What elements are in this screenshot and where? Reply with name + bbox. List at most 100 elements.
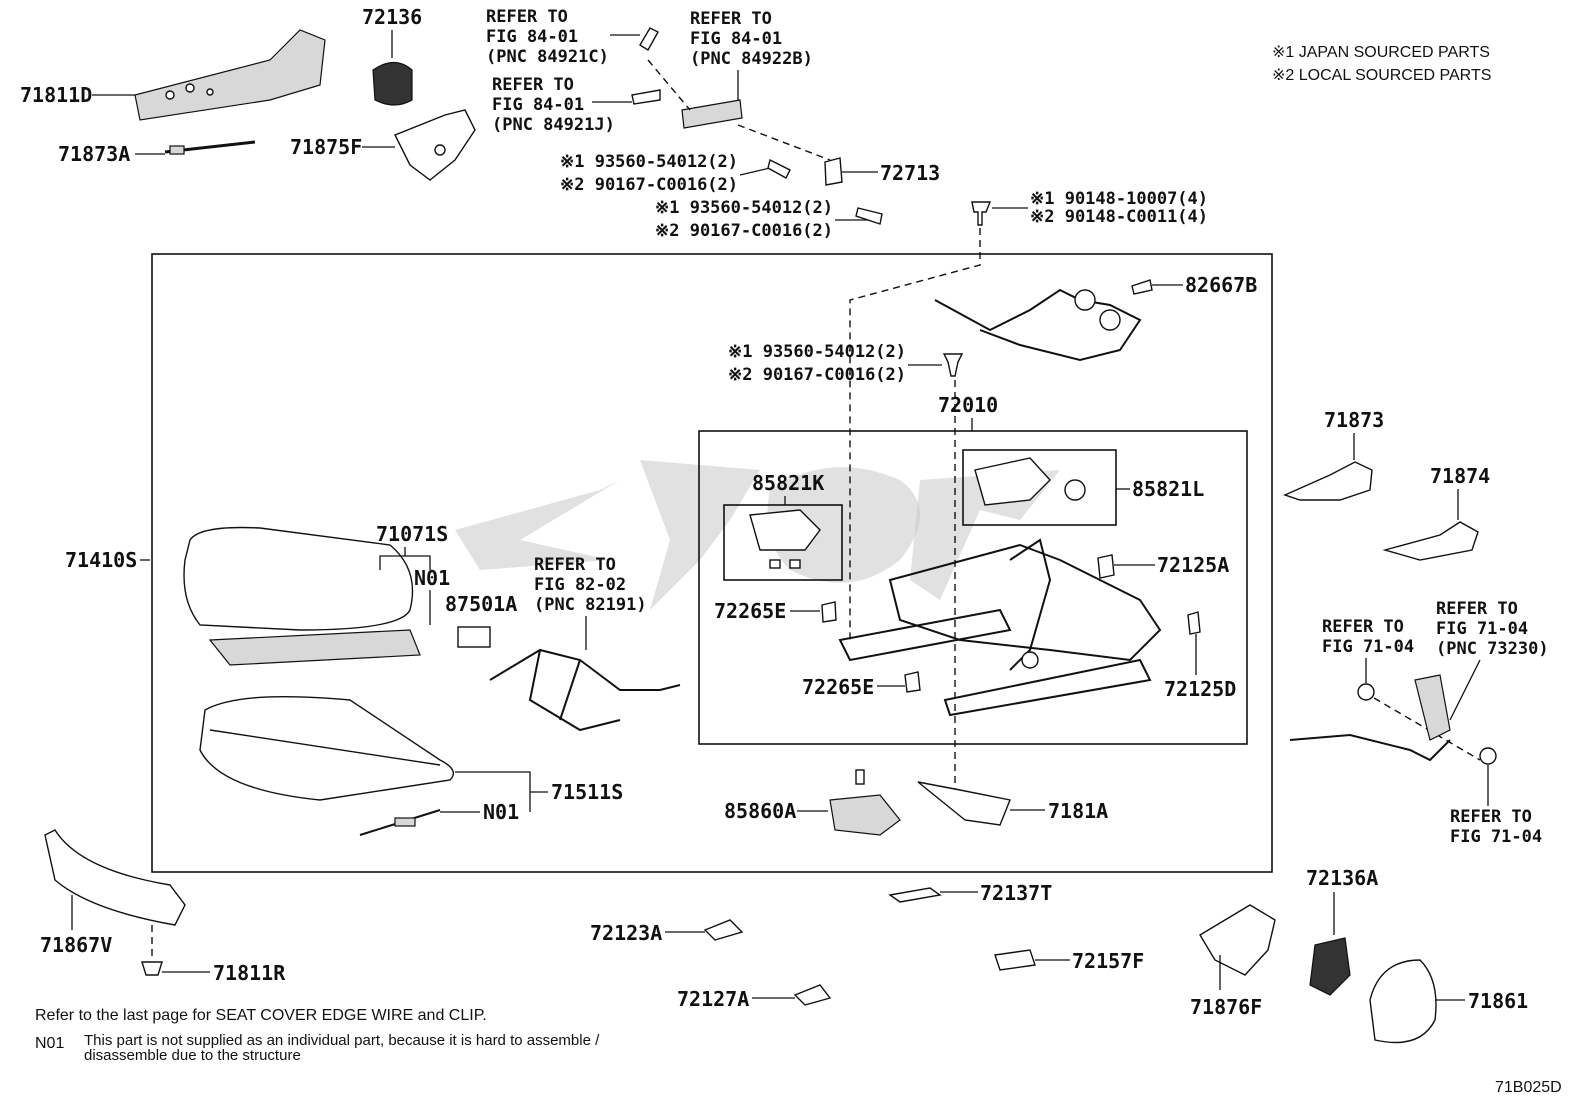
bolt-icon	[855, 207, 883, 225]
label-71873: 71873	[1324, 408, 1384, 432]
svg-text:(PNC 84922B): (PNC 84922B)	[690, 49, 813, 69]
seat-adjuster-frame	[698, 430, 1248, 745]
svg-text:REFER TO: REFER TO	[486, 7, 568, 27]
label-87501A: 87501A	[445, 592, 517, 616]
part-seat-belt-buckle	[1414, 674, 1451, 741]
label-71875F: 71875F	[290, 135, 362, 159]
bolt-group-1: ※1 93560-54012(2) ※2 90167-C0016(2)	[560, 152, 738, 195]
label-72137T: 72137T	[980, 881, 1052, 905]
part-buckle-cable	[1289, 733, 1451, 762]
svg-text:※1 93560-54012(2): ※1 93560-54012(2)	[560, 152, 738, 172]
svg-text:(PNC 84921C): (PNC 84921C)	[486, 47, 609, 67]
svg-text:FIG 71-04: FIG 71-04	[1436, 619, 1528, 639]
part-71861-cap	[1369, 959, 1437, 1044]
label-82667B: 82667B	[1185, 273, 1257, 297]
label-71811R: 71811R	[213, 961, 286, 985]
svg-text:REFER TO: REFER TO	[1436, 599, 1518, 619]
svg-text:FIG 71-04: FIG 71-04	[1322, 637, 1414, 657]
refer-fig-82-02-82191: REFER TO FIG 82-02 (PNC 82191)	[534, 555, 647, 615]
label-72123A: 72123A	[590, 921, 662, 945]
part-7181A-lever	[917, 781, 1011, 826]
refer-fig-71-04-a: REFER TO FIG 71-04	[1322, 617, 1414, 657]
label-72265E-b: 72265E	[802, 675, 874, 699]
figure-code: 71B025D	[1495, 1079, 1562, 1096]
part-71071S-heater-mat	[208, 629, 421, 666]
note-n01-line2: disassemble due to the structure	[84, 1047, 301, 1064]
svg-text:※1 93560-54012(2): ※1 93560-54012(2)	[728, 342, 906, 362]
svg-text:FIG 84-01: FIG 84-01	[492, 95, 584, 115]
bolt-icon	[971, 201, 992, 226]
part-bolt-buckle	[1479, 747, 1497, 765]
part-71876F-bracket	[1199, 904, 1276, 976]
part-71410S-seat-cushion-pad	[183, 526, 414, 631]
box-85821L	[962, 449, 1117, 526]
label-71867V: 71867V	[40, 933, 112, 957]
seat-cushion-assembly-frame	[151, 253, 1273, 873]
part-72136-switch-knob	[372, 61, 413, 106]
part-72125D-clip	[1187, 611, 1201, 635]
legend-japan-sourced: ※1 JAPAN SOURCED PARTS	[1272, 44, 1490, 61]
svg-text:FIG 82-02: FIG 82-02	[534, 575, 626, 595]
label-85821K: 85821K	[752, 471, 824, 495]
note-refer-last-page: Refer to the last page for SEAT COVER ED…	[35, 1007, 487, 1024]
part-71511S-cushion-cover	[199, 695, 454, 801]
part-switch-housing	[681, 99, 743, 129]
label-72136A: 72136A	[1306, 866, 1378, 890]
part-seat-adjuster-rail	[838, 538, 1162, 717]
svg-text:※2 90167-C0016(2): ※2 90167-C0016(2)	[728, 365, 906, 385]
refer-fig-71-04-b: REFER TO FIG 71-04	[1450, 807, 1542, 847]
refer-fig-84-01-84921J: REFER TO FIG 84-01 (PNC 84921J)	[492, 75, 615, 135]
bolt-icon	[942, 353, 964, 377]
refer-fig-84-01-84921C: REFER TO FIG 84-01 (PNC 84921C)	[486, 7, 609, 67]
label-71874: 71874	[1430, 464, 1490, 488]
label-71410S: 71410S	[65, 548, 137, 572]
svg-text:(PNC 82191): (PNC 82191)	[534, 595, 647, 615]
label-72125D: 72125D	[1164, 677, 1236, 701]
svg-text:REFER TO: REFER TO	[534, 555, 616, 575]
part-N01-edge-wire	[359, 809, 441, 836]
part-71811R-clip	[141, 961, 163, 976]
watermark-logo	[455, 460, 1060, 610]
svg-text:FIG 84-01: FIG 84-01	[486, 27, 578, 47]
label-71511S: 71511S	[551, 780, 623, 804]
part-grommet	[1357, 683, 1375, 701]
svg-text:REFER TO: REFER TO	[492, 75, 574, 95]
part-wire-harness-upper	[934, 288, 1142, 362]
part-72123A-cover	[703, 919, 744, 941]
label-71811D: 71811D	[20, 83, 92, 107]
svg-text:FIG 84-01: FIG 84-01	[690, 29, 782, 49]
part-72137T-cover	[888, 887, 942, 903]
svg-text:(PNC 84921J): (PNC 84921J)	[492, 115, 615, 135]
svg-text:FIG 71-04: FIG 71-04	[1450, 827, 1542, 847]
part-71874-cover	[1382, 521, 1479, 561]
label-72136: 72136	[362, 5, 422, 29]
label-72127A: 72127A	[677, 987, 749, 1011]
part-71867V-shield-trim	[44, 829, 186, 926]
box-85821K	[723, 504, 843, 581]
svg-text:※1 90148-10007(4): ※1 90148-10007(4)	[1030, 189, 1208, 209]
part-71873A-cable	[164, 140, 256, 155]
label-72125A: 72125A	[1157, 553, 1229, 577]
part-85860A-switch	[829, 769, 901, 836]
label-71873A: 71873A	[58, 142, 130, 166]
svg-text:※2 90148-C0011(4): ※2 90148-C0011(4)	[1030, 207, 1208, 227]
label-85860A: 85860A	[724, 799, 796, 823]
part-71811D-seat-shield	[134, 29, 326, 121]
part-cap-84921J	[631, 89, 661, 105]
label-71861: 71861	[1468, 989, 1528, 1013]
svg-text:REFER TO: REFER TO	[690, 9, 772, 29]
part-72136A-switch-knob	[1309, 937, 1351, 996]
label-72713: 72713	[880, 161, 940, 185]
label-71071S: 71071S	[376, 522, 448, 546]
part-72127A-cover	[793, 984, 832, 1006]
bolt-group-4: ※1 93560-54012(2) ※2 90167-C0016(2)	[728, 342, 906, 385]
legend-local-sourced: ※2 LOCAL SOURCED PARTS	[1272, 67, 1491, 84]
part-71875F-bracket	[394, 109, 476, 181]
refer-fig-84-01-84922B: REFER TO FIG 84-01 (PNC 84922B)	[690, 9, 813, 69]
bolt-group-3: ※1 90148-10007(4) ※2 90148-C0011(4)	[1030, 189, 1208, 227]
svg-text:※1 93560-54012(2): ※1 93560-54012(2)	[655, 198, 833, 218]
part-wire-harness-seat	[489, 648, 681, 732]
part-72265E-clip-b	[904, 671, 921, 693]
label-N01-a: N01	[414, 566, 450, 590]
